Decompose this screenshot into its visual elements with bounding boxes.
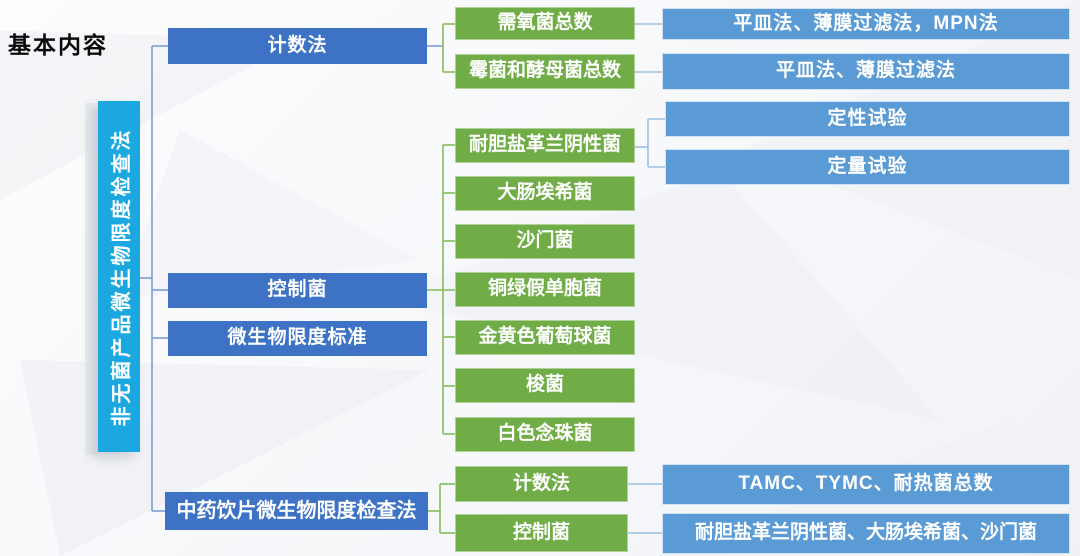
node-candida-albicans: 白色念珠菌 — [455, 417, 635, 452]
node-bile-tolerant-gram-negative: 耐胆盐革兰阴性菌 — [455, 128, 635, 163]
node-qualitative-test: 定性试验 — [665, 101, 1070, 137]
node-tcm-decoction-pieces-limit-test: 中药饮片微生物限度检查法 — [165, 492, 428, 530]
node-tcm-control-bacteria: 控制菌 — [455, 514, 628, 552]
node-method-plate-membrane-mpn: 平皿法、薄膜过滤法，MPN法 — [662, 8, 1070, 40]
node-mold-yeast-total-count: 霉菌和酵母菌总数 — [455, 54, 635, 89]
node-quantitative-test: 定量试验 — [665, 149, 1070, 185]
node-counting-method: 计数法 — [168, 28, 427, 64]
node-method-plate-membrane: 平皿法、薄膜过滤法 — [662, 53, 1070, 90]
node-tamc-tymc-heat-resistant: TAMC、TYMC、耐热菌总数 — [662, 464, 1070, 505]
node-root-nonsterile-microbial-limit-test: 非无菌产品微生物限度检查法 — [98, 101, 140, 452]
node-clostridia: 梭菌 — [455, 368, 635, 403]
node-pseudomonas-aeruginosa: 铜绿假单胞菌 — [455, 272, 635, 307]
page-title: 基本内容 — [8, 32, 108, 58]
node-tcm-control-bacteria-list: 耐胆盐革兰阴性菌、大肠埃希菌、沙门菌 — [662, 513, 1070, 554]
node-total-aerobic-count: 需氧菌总数 — [455, 7, 635, 40]
node-control-bacteria: 控制菌 — [168, 273, 427, 308]
node-microbial-limit-standard: 微生物限度标准 — [168, 321, 427, 356]
node-e-coli: 大肠埃希菌 — [455, 176, 635, 211]
root-bar-label: 非无菌产品微生物限度检查法 — [110, 127, 133, 426]
node-tcm-counting-method: 计数法 — [455, 466, 628, 502]
node-salmonella: 沙门菌 — [455, 224, 635, 259]
node-staphylococcus-aureus: 金黄色葡萄球菌 — [455, 320, 635, 355]
